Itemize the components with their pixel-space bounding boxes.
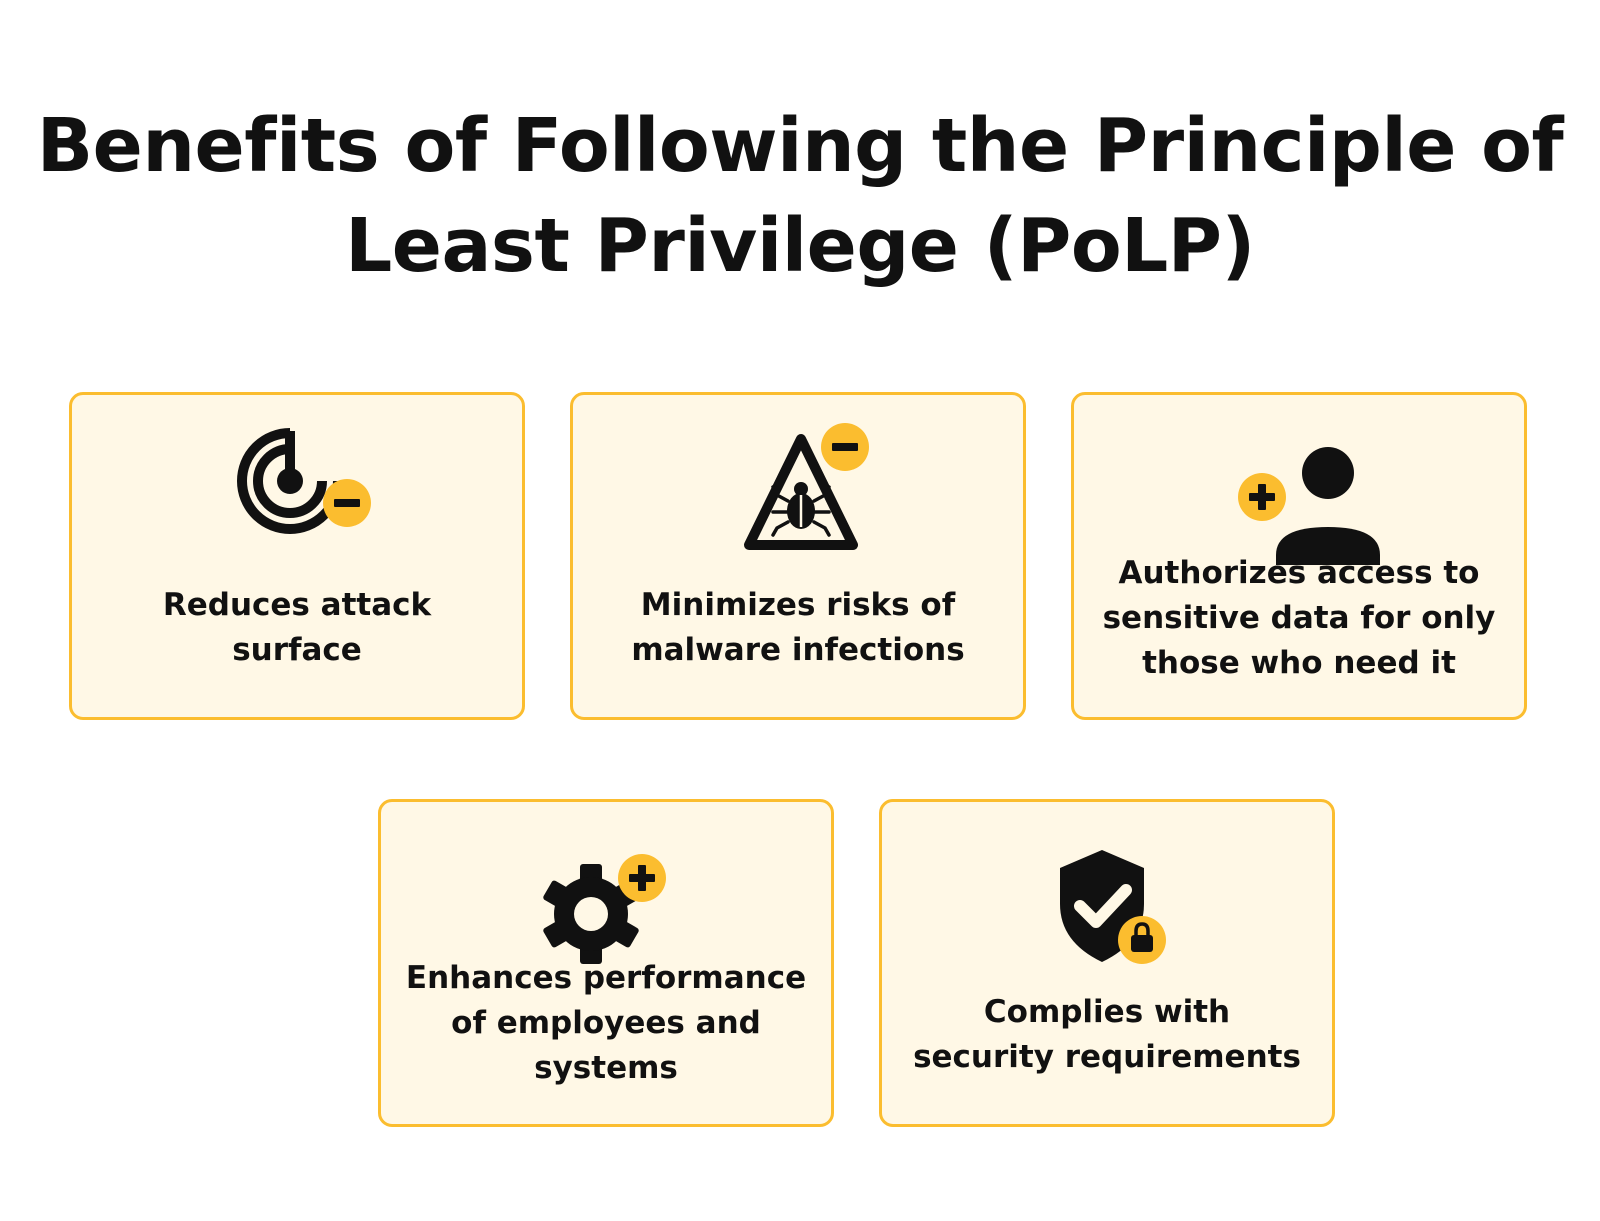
benefit-label-line: systems [534, 1050, 678, 1086]
benefit-label: Minimizes risks of malware infections [587, 583, 1009, 673]
title-line-2: Least Privilege (PoLP) [345, 203, 1255, 289]
benefit-label: Complies with security requirements [896, 990, 1318, 1080]
title-line-1: Benefits of Following the Principle of [36, 103, 1564, 189]
benefit-label-line: malware infections [631, 632, 965, 668]
benefit-label: Enhances performance of employees and sy… [395, 956, 817, 1091]
benefit-label: Authorizes access to sensitive data for … [1088, 551, 1510, 686]
user-plus-icon [1238, 447, 1380, 565]
benefit-label-line: Minimizes risks of [640, 587, 956, 623]
benefit-card-enhances-performance: Enhances performance of employees and sy… [378, 799, 834, 1127]
malware-warning-minus-icon [744, 423, 869, 550]
radar-minus-icon [237, 428, 371, 534]
benefit-label: Reduces attack surface [86, 583, 508, 673]
benefit-card-reduces-attack-surface: Reduces attack surface [69, 392, 525, 720]
benefit-label-line: surface [232, 632, 362, 668]
benefit-label-line: security requirements [913, 1039, 1301, 1075]
benefit-label-line: Complies with [983, 994, 1231, 1030]
benefit-label-line: sensitive data for only [1102, 600, 1496, 636]
benefit-card-minimizes-malware-risks: Minimizes risks of malware infections [570, 392, 1026, 720]
benefit-label-line: Authorizes access to [1118, 555, 1480, 591]
page-title: Benefits of Following the Principle of L… [0, 96, 1600, 296]
shield-check-lock-icon [1060, 850, 1166, 964]
benefit-label-line: Enhances performance [405, 960, 807, 996]
gear-plus-icon [543, 854, 666, 964]
benefit-card-complies-security: Complies with security requirements [879, 799, 1335, 1127]
benefit-label-line: of employees and [451, 1005, 761, 1041]
benefit-card-authorizes-access: Authorizes access to sensitive data for … [1071, 392, 1527, 720]
benefit-label-line: Reduces attack [162, 587, 432, 623]
benefit-label-line: those who need it [1142, 645, 1456, 681]
